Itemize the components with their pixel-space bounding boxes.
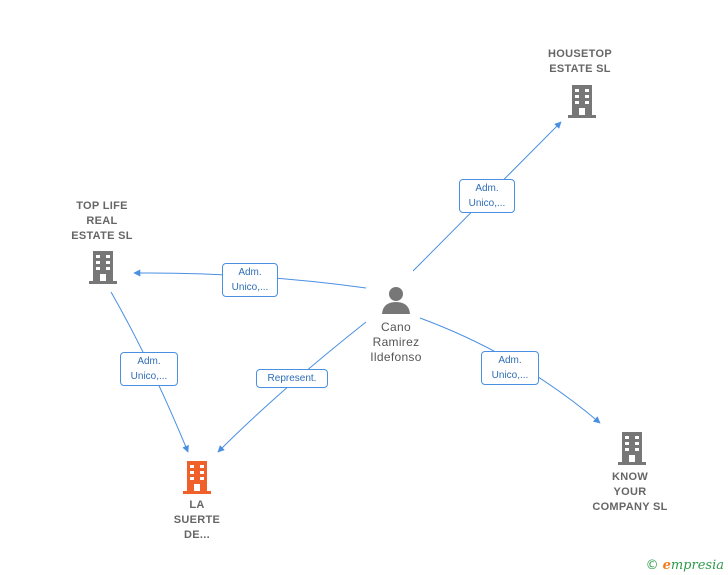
edge-label-housetop: Adm. Unico,...	[459, 179, 515, 213]
building-icon-housetop[interactable]	[566, 83, 598, 119]
copyright-symbol: ©	[645, 558, 659, 573]
person-icon[interactable]	[380, 284, 412, 316]
edge-person-lasuerte	[217, 321, 367, 453]
edge-label-toplife: Adm. Unico,...	[222, 263, 278, 297]
node-label-person[interactable]: Cano Ramirez Ildefonso	[370, 320, 422, 364]
building-icon-lasuerte[interactable]	[181, 459, 213, 495]
node-label-toplife[interactable]: TOP LIFE REAL ESTATE SL	[71, 200, 133, 242]
empresia-logo[interactable]: ©empresia	[646, 558, 724, 573]
edge-label-toplife-lasuerte: Adm. Unico,...	[120, 352, 178, 386]
node-label-knowyour[interactable]: KNOW YOUR COMPANY SL	[592, 471, 668, 513]
edge-label-lasuerte: Represent.	[256, 369, 328, 388]
brand-rest: mpresia	[670, 558, 724, 573]
building-icon-knowyour[interactable]	[616, 430, 648, 466]
edge-label-knowyour: Adm. Unico,...	[481, 351, 539, 385]
node-label-housetop[interactable]: HOUSETOP ESTATE SL	[548, 48, 612, 75]
building-icon-toplife[interactable]	[87, 249, 119, 285]
node-label-lasuerte[interactable]: LA SUERTE DE...	[173, 499, 221, 541]
brand-e: e	[662, 558, 671, 573]
